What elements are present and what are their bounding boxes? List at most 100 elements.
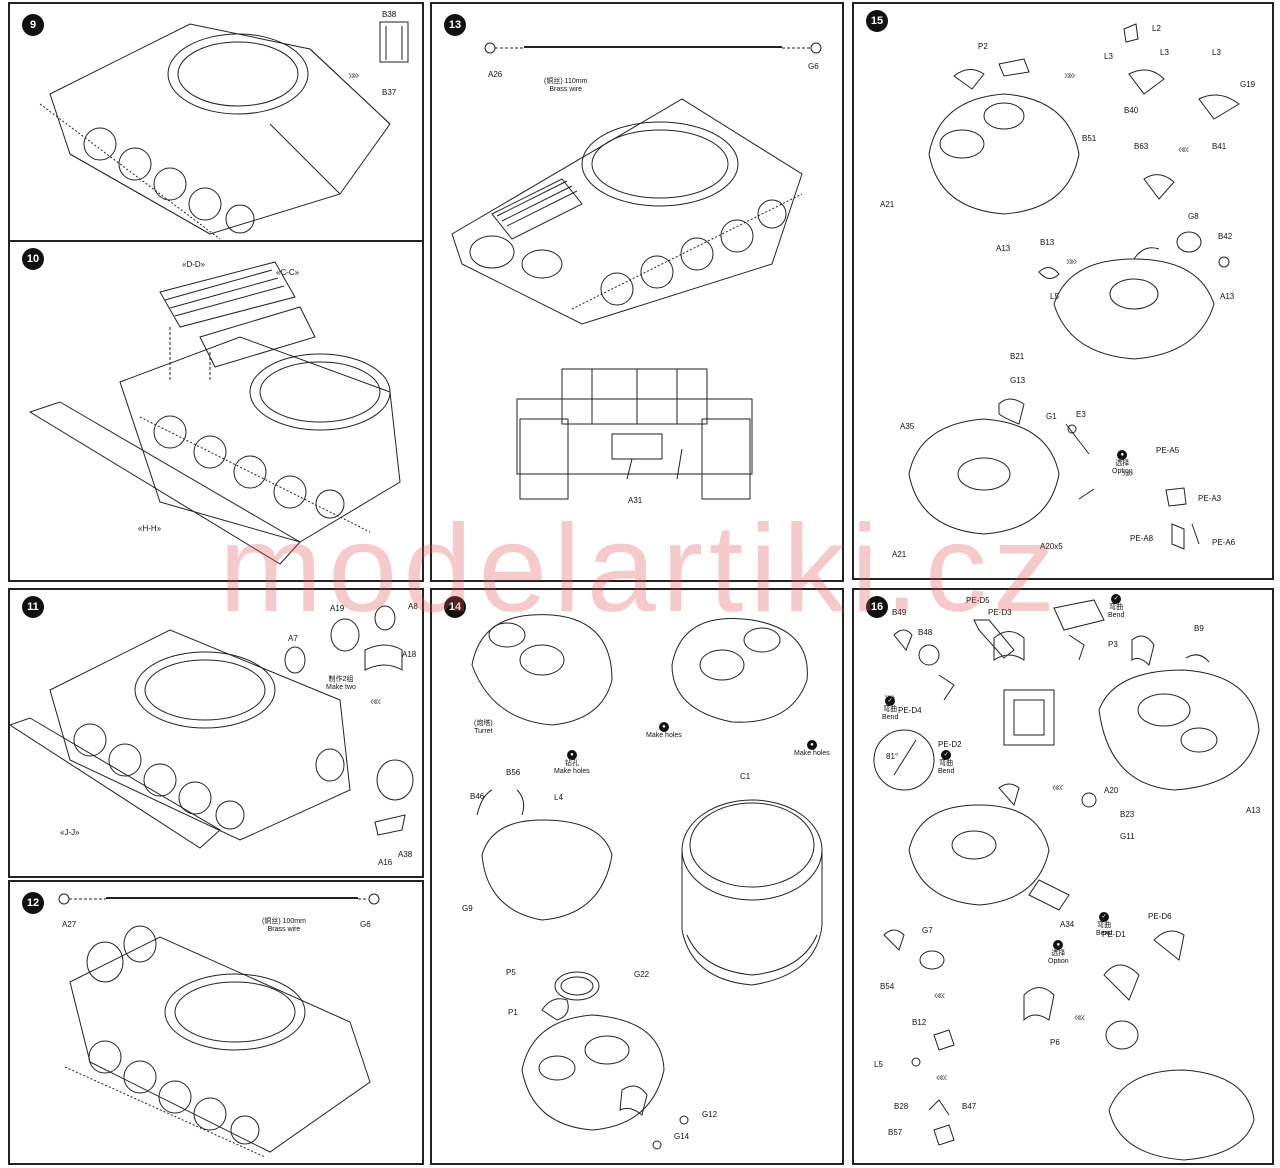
- turret-caption: (炮塔) Turret: [474, 720, 493, 736]
- part-label: B40: [1124, 106, 1139, 115]
- tank-hull-illustration: [10, 590, 424, 878]
- part-label: P1: [508, 1008, 518, 1017]
- part-label: P5: [506, 968, 516, 977]
- part-label: B38: [382, 10, 397, 19]
- bend-en: Bend: [938, 768, 955, 775]
- part-label: L2: [1152, 24, 1161, 33]
- direction-arrows: ««: [1074, 1010, 1085, 1024]
- part-label: PE-D3: [988, 608, 1012, 617]
- part-label: A26: [488, 70, 503, 79]
- part-label: B51: [1082, 134, 1097, 143]
- part-label: A21: [880, 200, 895, 209]
- part-label: B48: [918, 628, 933, 637]
- wire-length: (铜丝) 100mm: [262, 918, 306, 925]
- hole-marker-icon: ●: [566, 750, 577, 760]
- bend-cn: 弯曲: [939, 760, 954, 767]
- option-en: Option: [1048, 958, 1069, 965]
- part-label: B42: [1218, 232, 1233, 241]
- step-16-panel: 16: [852, 588, 1274, 1165]
- part-label: B57: [888, 1128, 903, 1137]
- direction-arrows: »»: [348, 68, 359, 82]
- part-label: L5: [874, 1060, 883, 1069]
- direction-arrows: »»: [1066, 254, 1077, 268]
- turret-illustration: [854, 590, 1274, 1165]
- direction-arrows: ««: [934, 988, 945, 1002]
- part-label: A34: [1060, 920, 1075, 929]
- part-label: PE-A3: [1198, 494, 1222, 503]
- brass-wire-note: (铜丝) 100mm Brass wire: [262, 918, 306, 934]
- part-label: B12: [912, 1018, 927, 1027]
- section-label-text: J-J: [64, 828, 76, 837]
- bend-cn: 弯曲: [883, 706, 898, 713]
- part-label: A8: [408, 602, 418, 611]
- make-holes-note: ● 钻孔 Make holes: [554, 750, 590, 776]
- step-10-panel: 10 «D-D» «C-C» «H-H»: [8, 240, 424, 582]
- bend-en: Bend: [1108, 612, 1125, 619]
- brass-wire-note: (铜丝) 110mm Brass wire: [544, 78, 587, 94]
- direction-arrows: »»: [1122, 466, 1133, 480]
- part-label: B23: [1120, 810, 1135, 819]
- option-note: ● 选择 Option: [1112, 450, 1133, 476]
- section-label: «D-D»: [182, 260, 206, 269]
- step-14-panel: 14 (炮塔) Turret ● 钻孔 Make hole: [430, 588, 844, 1165]
- part-label: B13: [1040, 238, 1055, 247]
- part-label: PE-D1: [1102, 930, 1126, 939]
- part-label: L5: [1050, 292, 1059, 301]
- part-label: B28: [894, 1102, 909, 1111]
- direction-arrows: ««: [370, 694, 381, 708]
- option-note: ● 选择 Option: [1048, 940, 1069, 966]
- holes-en: Make holes: [794, 750, 830, 757]
- turret-en: Turret: [474, 728, 493, 735]
- part-label: PE-A6: [1212, 538, 1236, 547]
- bend-en: Bend: [882, 714, 899, 721]
- part-label: L3: [1104, 52, 1113, 61]
- part-label: PE-D2: [938, 740, 962, 749]
- part-label: B56: [506, 768, 521, 777]
- step-15-number: 15: [866, 10, 888, 32]
- bend-marker-icon: ✓: [1099, 912, 1110, 922]
- wire-material: Brass wire: [267, 926, 301, 933]
- tank-hull-illustration: [10, 4, 424, 242]
- note-en: Make two: [326, 684, 356, 691]
- direction-arrows: ««: [1052, 780, 1063, 794]
- part-label: G6: [808, 62, 819, 71]
- section-label-text: H-H: [142, 524, 157, 533]
- step-9-panel: 9 »» B38 B37: [8, 2, 424, 242]
- part-label: A38: [398, 850, 413, 859]
- make-holes-note: ● Make holes: [794, 740, 830, 758]
- holes-en: Make holes: [554, 768, 590, 775]
- wire-material: Brass wire: [549, 86, 583, 93]
- part-label: P6: [1050, 1038, 1060, 1047]
- part-label: G11: [1120, 832, 1135, 841]
- part-label: A16: [378, 858, 393, 867]
- part-label: G9: [462, 904, 473, 913]
- part-label: PE-D6: [1148, 912, 1172, 921]
- holes-cn: 钻孔: [564, 760, 579, 767]
- section-label-text: C-C: [280, 268, 295, 277]
- part-label: A20x5: [1040, 542, 1063, 551]
- part-label: P3: [1108, 640, 1118, 649]
- part-label: G6: [360, 920, 371, 929]
- part-label: A19: [330, 604, 345, 613]
- bend-marker-icon: ✓: [941, 750, 952, 760]
- part-label: B54: [880, 982, 895, 991]
- part-label: G19: [1240, 80, 1256, 89]
- bend-note: ✓ 弯曲 Bend: [938, 750, 954, 776]
- part-label: C1: [740, 772, 751, 781]
- make-two-note: 制作2组 Make two: [326, 676, 356, 692]
- direction-arrows: »»: [1064, 68, 1075, 82]
- step-11-number: 11: [22, 596, 44, 618]
- part-label: B47: [962, 1102, 977, 1111]
- option-marker-icon: ●: [1053, 940, 1064, 950]
- part-label: B21: [1010, 352, 1025, 361]
- step-13-number: 13: [444, 14, 466, 36]
- bend-en: Bend: [1096, 930, 1113, 937]
- holes-en: Make holes: [646, 732, 682, 739]
- bend-note: ✓ 弯曲 Bend: [882, 696, 898, 722]
- tank-hull-illustration: [10, 242, 424, 582]
- part-label: L4: [554, 793, 563, 802]
- hole-marker-icon: ●: [658, 722, 669, 732]
- part-label: B41: [1212, 142, 1227, 151]
- part-label: E3: [1076, 410, 1086, 419]
- part-label: G22: [634, 970, 650, 979]
